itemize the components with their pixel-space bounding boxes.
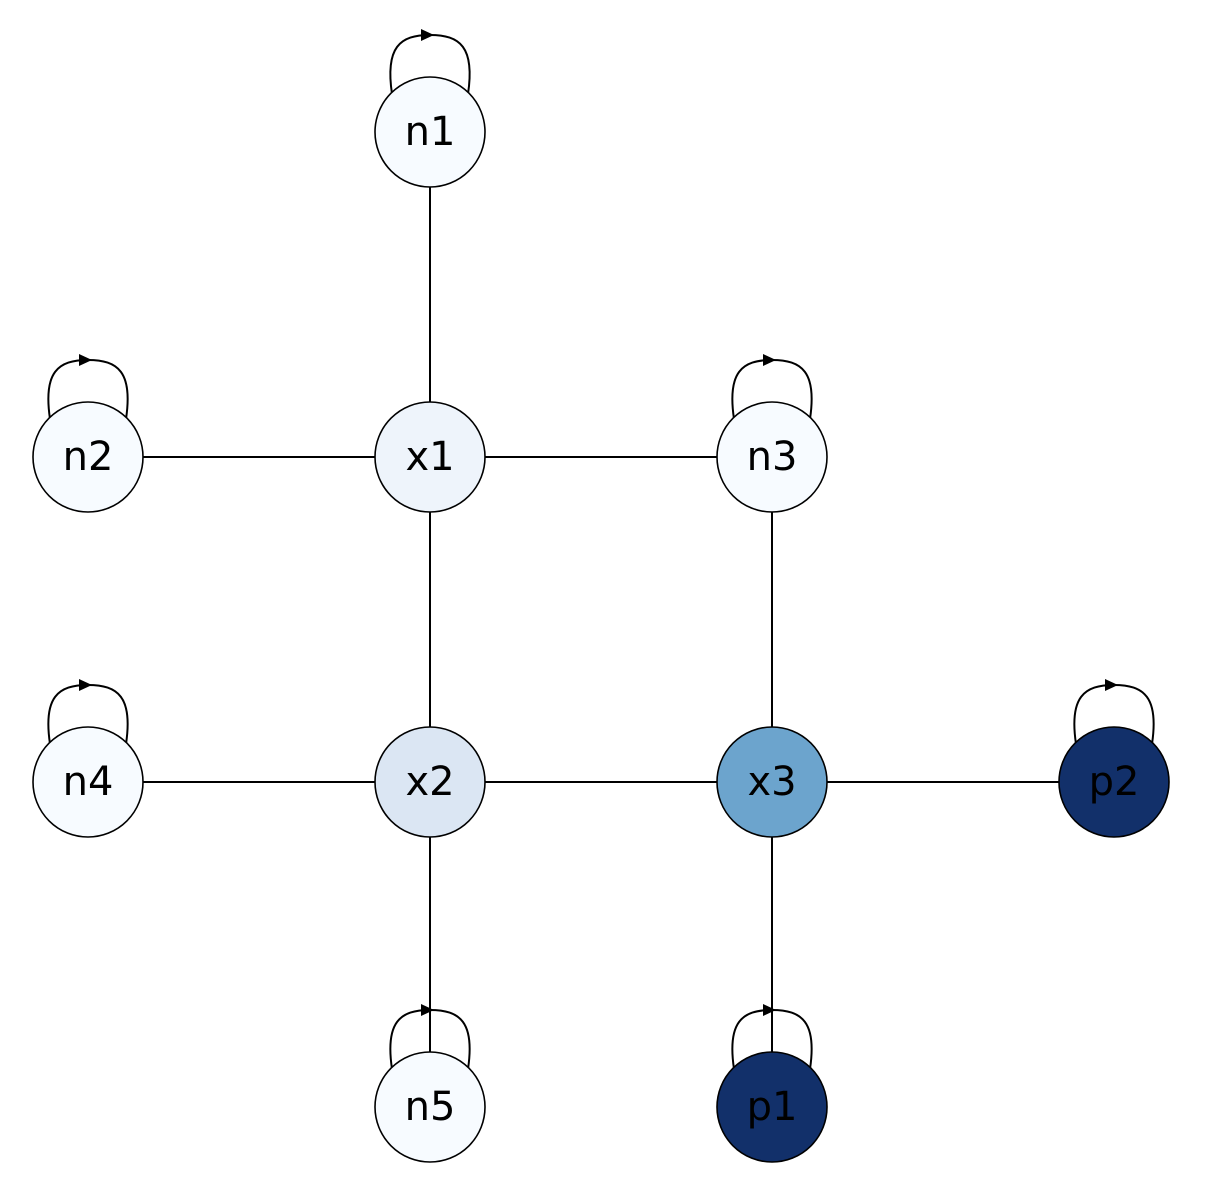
node-label: n5 <box>405 1084 456 1130</box>
arrowhead-icon <box>79 354 92 366</box>
node-circle <box>374 1051 486 1163</box>
self-loop-n2 <box>47 354 129 420</box>
node-label: p2 <box>1089 759 1140 805</box>
node-label: p1 <box>747 1084 798 1130</box>
node-circle <box>374 401 486 513</box>
arrowhead-icon <box>421 29 434 41</box>
self-loops-layer <box>47 29 1155 1070</box>
node-circle <box>374 726 486 838</box>
nodes-layer: n1 n2 x1 n3 n4 x2 x3 p2 n5 p1 <box>32 76 1170 1163</box>
node-label: n3 <box>747 434 798 480</box>
node-label: x1 <box>405 434 454 480</box>
node-p1: p1 <box>716 1051 828 1163</box>
node-label: x2 <box>405 759 454 805</box>
self-loop-p2 <box>1073 679 1155 745</box>
node-n3: n3 <box>716 401 828 513</box>
arrowhead-icon <box>1105 679 1118 691</box>
node-label: n2 <box>63 434 114 480</box>
node-label: n1 <box>405 109 456 155</box>
arrowhead-icon <box>763 354 776 366</box>
arrowhead-icon <box>79 679 92 691</box>
node-x3: x3 <box>716 726 828 838</box>
node-circle <box>374 76 486 188</box>
self-loop-p1 <box>731 1004 813 1070</box>
edges-layer <box>88 132 1114 1107</box>
node-n5: n5 <box>374 1051 486 1163</box>
node-p2: p2 <box>1058 726 1170 838</box>
node-n4: n4 <box>32 726 144 838</box>
node-circle <box>32 726 144 838</box>
node-circle <box>1058 726 1170 838</box>
node-x2: x2 <box>374 726 486 838</box>
self-loop-n5 <box>389 1004 471 1070</box>
self-loop-n3 <box>731 354 813 420</box>
node-label: n4 <box>63 759 114 805</box>
node-x1: x1 <box>374 401 486 513</box>
node-circle <box>716 401 828 513</box>
node-circle <box>32 401 144 513</box>
node-n1: n1 <box>374 76 486 188</box>
node-circle <box>716 726 828 838</box>
self-loop-n4 <box>47 679 129 745</box>
arrowhead-icon <box>421 1004 434 1016</box>
node-n2: n2 <box>32 401 144 513</box>
node-label: x3 <box>747 759 796 805</box>
self-loop-n1 <box>389 29 471 95</box>
arrowhead-icon <box>763 1004 776 1016</box>
node-circle <box>716 1051 828 1163</box>
